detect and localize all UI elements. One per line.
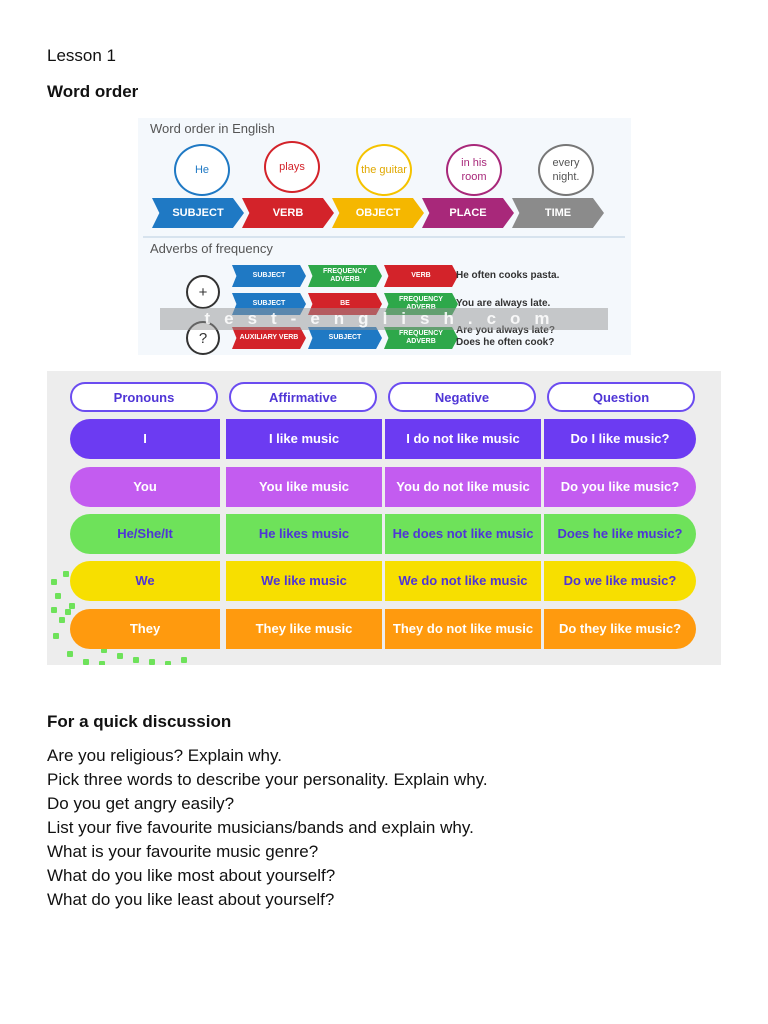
decorative-dot xyxy=(63,571,69,577)
tag-frequency-adverb: FREQUENCY ADVERB xyxy=(308,265,382,287)
decorative-dot xyxy=(67,651,73,657)
affirmative-cell: You like music xyxy=(226,467,382,507)
question-cell: Do I like music? xyxy=(544,419,696,459)
circle-time: every night. xyxy=(538,144,594,196)
negative-cell: They do not like music xyxy=(385,609,541,649)
affirmative-cell: They like music xyxy=(226,609,382,649)
decorative-dot xyxy=(101,647,107,653)
decorative-dot xyxy=(133,657,139,663)
tag-subject: SUBJECT xyxy=(308,327,382,349)
chevron-object: OBJECT xyxy=(332,198,424,228)
example-sentence: Are you always late? xyxy=(456,325,555,336)
lesson-label: Lesson 1 xyxy=(47,46,116,65)
word-order-image: Word order in English He plays the guita… xyxy=(138,118,631,355)
tag-frequency-adverb: FREQUENCY ADVERB xyxy=(384,327,458,349)
chevron-verb: VERB xyxy=(242,198,334,228)
tag-verb: VERB xyxy=(384,265,458,287)
circle-subject: He xyxy=(174,144,230,196)
question-cell: Does he like music? xyxy=(544,514,696,554)
decorative-dot xyxy=(59,617,65,623)
chevron-place: PLACE xyxy=(422,198,514,228)
discussion-question: List your five favourite musicians/bands… xyxy=(47,818,474,837)
pronoun-cell: We xyxy=(70,561,220,601)
pronoun-cell: They xyxy=(70,609,220,649)
decorative-dot xyxy=(117,653,123,659)
decorative-dot xyxy=(83,659,89,665)
adverbs-title: Adverbs of frequency xyxy=(150,241,273,256)
chevron-subject: SUBJECT xyxy=(152,198,244,228)
decorative-dot xyxy=(51,579,57,585)
discussion-question: Do you get angry easily? xyxy=(47,794,235,813)
decorative-dot xyxy=(99,661,105,665)
decorative-dot xyxy=(55,593,61,599)
decorative-dot xyxy=(53,633,59,639)
decorative-dot xyxy=(65,609,71,615)
header-affirmative: Affirmative xyxy=(229,382,377,412)
pronoun-cell: He/She/It xyxy=(70,514,220,554)
section-heading: Word order xyxy=(47,82,139,101)
decorative-dot xyxy=(51,607,57,613)
discussion-question: What is your favourite music genre? xyxy=(47,842,319,861)
affirmative-cell: He likes music xyxy=(226,514,382,554)
pronoun-cell: I xyxy=(70,419,220,459)
word-order-title: Word order in English xyxy=(150,121,275,136)
question-cell: Do you like music? xyxy=(544,467,696,507)
plus-icon: + xyxy=(186,275,220,309)
affirmative-cell: We like music xyxy=(226,561,382,601)
divider xyxy=(143,236,625,238)
discussion-question: What do you like most about yourself? xyxy=(47,866,336,885)
pronoun-cell: You xyxy=(70,467,220,507)
negative-cell: We do not like music xyxy=(385,561,541,601)
decorative-dot xyxy=(69,603,75,609)
discussion-question: What do you like least about yourself? xyxy=(47,890,335,909)
discussion-question: Are you religious? Explain why. xyxy=(47,746,282,765)
chevron-time: TIME xyxy=(512,198,604,228)
circle-verb: plays xyxy=(264,141,320,193)
example-sentence: Does he often cook? xyxy=(456,337,555,348)
negative-cell: I do not like music xyxy=(385,419,541,459)
example-sentence: You are always late. xyxy=(456,298,551,309)
circle-object: the guitar xyxy=(356,144,412,196)
affirmative-cell: I like music xyxy=(226,419,382,459)
tag-auxiliary-verb: AUXILIARY VERB xyxy=(232,327,306,349)
decorative-dot xyxy=(181,657,187,663)
decorative-dot xyxy=(165,661,171,665)
pronoun-table-image: Pronouns Affirmative Negative Question I… xyxy=(47,371,721,665)
negative-cell: He does not like music xyxy=(385,514,541,554)
negative-cell: You do not like music xyxy=(385,467,541,507)
example-sentence: He often cooks pasta. xyxy=(456,270,560,281)
decorative-dot xyxy=(149,659,155,665)
discussion-question: Pick three words to describe your person… xyxy=(47,770,488,789)
discussion-heading: For a quick discussion xyxy=(47,712,232,731)
question-cell: Do they like music? xyxy=(544,609,696,649)
header-negative: Negative xyxy=(388,382,536,412)
question-cell: Do we like music? xyxy=(544,561,696,601)
header-question: Question xyxy=(547,382,695,412)
watermark: test-english.com xyxy=(160,308,608,330)
circle-place: in his room xyxy=(446,144,502,196)
header-pronouns: Pronouns xyxy=(70,382,218,412)
tag-subject: SUBJECT xyxy=(232,265,306,287)
